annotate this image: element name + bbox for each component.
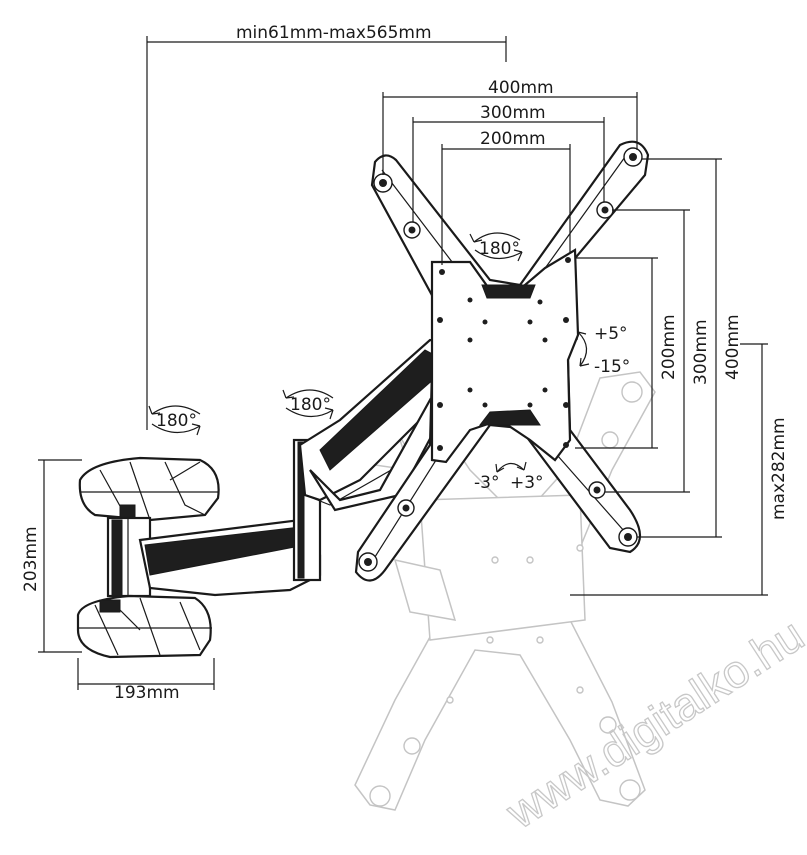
wall-plate xyxy=(76,456,220,659)
wall-swivel-label: 180° xyxy=(156,411,197,431)
level-right-label: +3° xyxy=(510,473,544,493)
level-left-label: -3° xyxy=(474,473,499,493)
vesa-200-vertical-label: 200mm xyxy=(659,314,679,380)
tilt-down-label: -15° xyxy=(594,357,630,377)
wall-plate-height-label: 203mm xyxy=(21,526,41,592)
plate-swivel-label: 180° xyxy=(479,239,520,259)
vesa-200-label: 200mm xyxy=(480,129,546,149)
arm-extension-label: min61mm-max565mm xyxy=(236,23,432,43)
articulating-arm xyxy=(138,338,450,597)
dimension-lines xyxy=(38,36,768,690)
arm-swivel-label: 180° xyxy=(290,395,331,415)
vesa-400-vertical-label: 400mm xyxy=(723,314,743,380)
vesa-300-label: 300mm xyxy=(480,103,546,123)
max-height-offset-label: max282mm xyxy=(769,417,789,520)
wall-plate-width-label: 193mm xyxy=(114,683,180,703)
vesa-300-vertical-label: 300mm xyxy=(691,319,711,385)
vesa-mount-plate xyxy=(354,140,650,582)
vesa-400-label: 400mm xyxy=(488,78,554,98)
rotation-arrows xyxy=(148,232,590,473)
tilt-up-label: +5° xyxy=(594,324,628,344)
